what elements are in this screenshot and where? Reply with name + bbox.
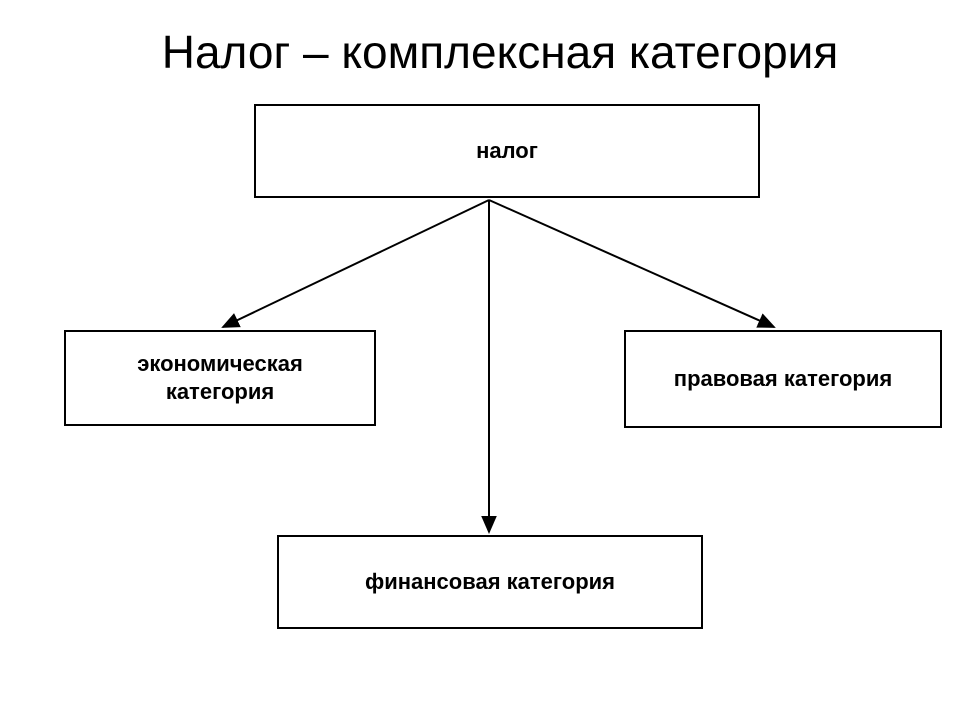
node-box-financial-category[interactable]: финансовая категория bbox=[277, 535, 703, 629]
connector-root-to-legal bbox=[488, 199, 776, 328]
node-label-legal-category: правовая категория bbox=[673, 365, 893, 391]
node-box-legal-category[interactable]: правовая категория bbox=[624, 330, 942, 428]
node-box-root[interactable]: налог bbox=[254, 104, 760, 198]
node-label-financial-category: финансовая категория bbox=[364, 568, 616, 594]
node-label-economic-category: экономическая категория bbox=[137, 350, 303, 404]
node-label-root: налог bbox=[476, 137, 538, 163]
page-title: Налог – комплексная категория bbox=[161, 26, 839, 78]
connector-root-to-economic bbox=[221, 199, 490, 328]
node-box-economic-category[interactable]: экономическая категория bbox=[64, 330, 376, 426]
